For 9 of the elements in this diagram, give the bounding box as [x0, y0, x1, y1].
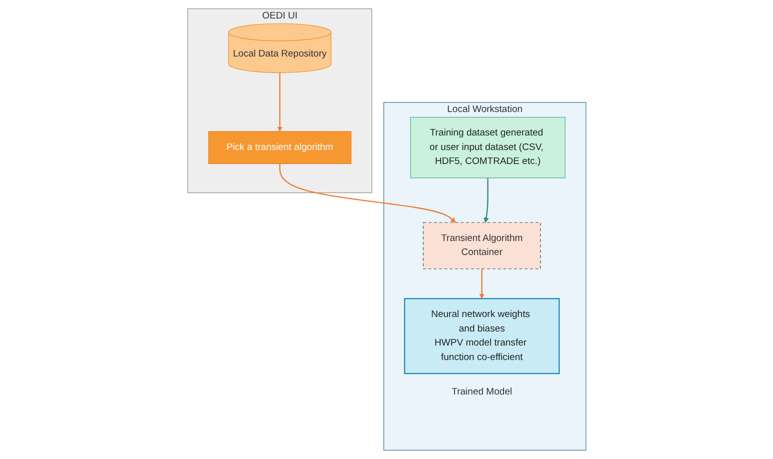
arrow — [276, 72, 282, 132]
arrow — [278, 164, 456, 223]
node-box: Neural network weights and biases HWPV model transfer function co-efficient — [404, 298, 560, 374]
node-box: Training dataset generated or user input dataset (CSV, HDF5, COMTRADE etc.) — [410, 116, 566, 178]
node-label: Trained Model — [451, 386, 512, 397]
node-box: Pick a transient algorithm — [208, 131, 352, 164]
arrow — [478, 268, 484, 299]
arrow — [483, 178, 488, 223]
node-box: Transient Algorithm Container — [422, 222, 540, 270]
